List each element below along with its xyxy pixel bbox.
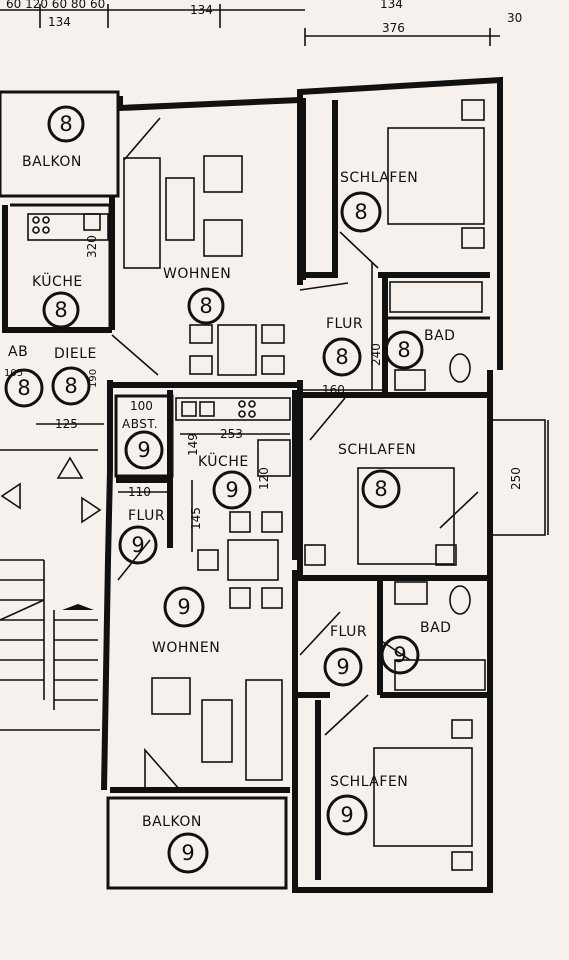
- unit-marker: 8: [322, 337, 362, 377]
- dim-flur9: 110: [128, 485, 151, 499]
- svg-text:9: 9: [177, 595, 190, 619]
- room-schlafen-8-lower: SCHLAFEN: [338, 442, 416, 458]
- top-dim-2: 134: [190, 3, 213, 17]
- dim-kueche9-depth: 145: [189, 507, 203, 530]
- unit-marker: 8: [47, 105, 85, 143]
- top-dim-1: 134: [48, 15, 71, 29]
- room-balkon-9: BALKON: [142, 814, 202, 830]
- top-dim-3: 376: [382, 21, 405, 35]
- room-kueche-9: KÜCHE: [198, 452, 249, 470]
- interior-dimensions: 320 105 125 190 100 253 149 145 120 110 …: [4, 235, 523, 552]
- unit-marker: 9: [326, 794, 368, 836]
- room-ab-8: AB: [8, 344, 28, 360]
- unit-marker: 8: [340, 191, 382, 233]
- svg-text:8: 8: [17, 376, 30, 400]
- dim-diele: 125: [55, 417, 78, 431]
- unit-marker: 9: [380, 635, 420, 675]
- room-labels: BALKON WOHNEN SCHLAFEN KÜCHE FLUR BAD DI…: [8, 154, 455, 830]
- furniture: [0, 99, 486, 871]
- top-dim-4: 30: [507, 11, 522, 25]
- room-schlafen-9: SCHLAFEN: [330, 774, 408, 790]
- dim-diele-height: 190: [88, 369, 99, 388]
- room-bad-9: BAD: [420, 620, 451, 636]
- unit-marker: 8: [187, 287, 225, 325]
- room-balkon-8: BALKON: [22, 154, 82, 170]
- dim-window: 250: [509, 467, 523, 490]
- svg-text:8: 8: [54, 298, 67, 322]
- dim-kueche9-width: 253: [220, 427, 243, 441]
- room-flur-8: FLUR: [326, 316, 363, 332]
- room-kueche-8: KÜCHE: [32, 272, 83, 290]
- unit-marker: 8: [42, 291, 80, 329]
- top-dimension-strip: 60 120 60 80 60 134 134 134 376 30: [0, 0, 522, 46]
- svg-text:8: 8: [64, 374, 77, 398]
- svg-text:8: 8: [374, 477, 387, 501]
- svg-text:9: 9: [393, 643, 406, 667]
- staircase: [0, 559, 98, 710]
- top-dim-partial: 60 120 60 80 60: [6, 0, 105, 11]
- dim-abst: 100: [130, 399, 153, 413]
- unit-marker: 9: [167, 832, 209, 874]
- svg-text:8: 8: [397, 338, 410, 362]
- svg-text:9: 9: [336, 655, 349, 679]
- dim-kueche8: 320: [85, 235, 99, 258]
- svg-text:8: 8: [199, 294, 212, 318]
- unit-marker: 8: [361, 469, 401, 509]
- dim-flur8-width: 160: [322, 383, 345, 397]
- svg-text:9: 9: [340, 803, 353, 827]
- svg-text:9: 9: [137, 438, 150, 462]
- svg-text:9: 9: [181, 841, 194, 865]
- unit-marker: 8: [384, 330, 424, 370]
- room-diele-8: DIELE: [54, 346, 97, 362]
- room-bad-8: BAD: [424, 328, 455, 344]
- room-flur-9-right: FLUR: [330, 624, 367, 640]
- svg-text:8: 8: [335, 345, 348, 369]
- unit-markers: 8 8 8 8 8 8 8 8 8 9 9 9 9 9 9 9 9: [4, 105, 424, 874]
- unit-marker: 9: [118, 525, 158, 565]
- svg-text:8: 8: [59, 112, 72, 136]
- dim-flur8-length: 240: [369, 343, 383, 366]
- room-schlafen-8-top: SCHLAFEN: [340, 170, 418, 186]
- room-wohnen-8: WOHNEN: [163, 266, 231, 282]
- unit-marker: 9: [212, 470, 252, 510]
- room-flur-9-left: FLUR: [128, 508, 165, 524]
- room-wohnen-9: WOHNEN: [152, 640, 220, 656]
- dim-ab: 105: [4, 368, 23, 379]
- unit-marker: 9: [323, 647, 363, 687]
- unit-marker: 8: [4, 368, 44, 408]
- svg-text:9: 9: [131, 533, 144, 557]
- interior-walls: [10, 98, 549, 890]
- unit-marker: 8: [51, 366, 91, 406]
- unit-marker: 9: [163, 586, 205, 628]
- dim-kueche9-inner: 149: [186, 433, 200, 456]
- dim-kueche9-counter: 120: [257, 467, 271, 490]
- svg-text:8: 8: [354, 200, 367, 224]
- svg-text:9: 9: [225, 478, 238, 502]
- top-dim-3-top: 134: [380, 0, 403, 11]
- unit-marker: 9: [124, 430, 164, 470]
- room-abst-9: ABST.: [122, 417, 158, 431]
